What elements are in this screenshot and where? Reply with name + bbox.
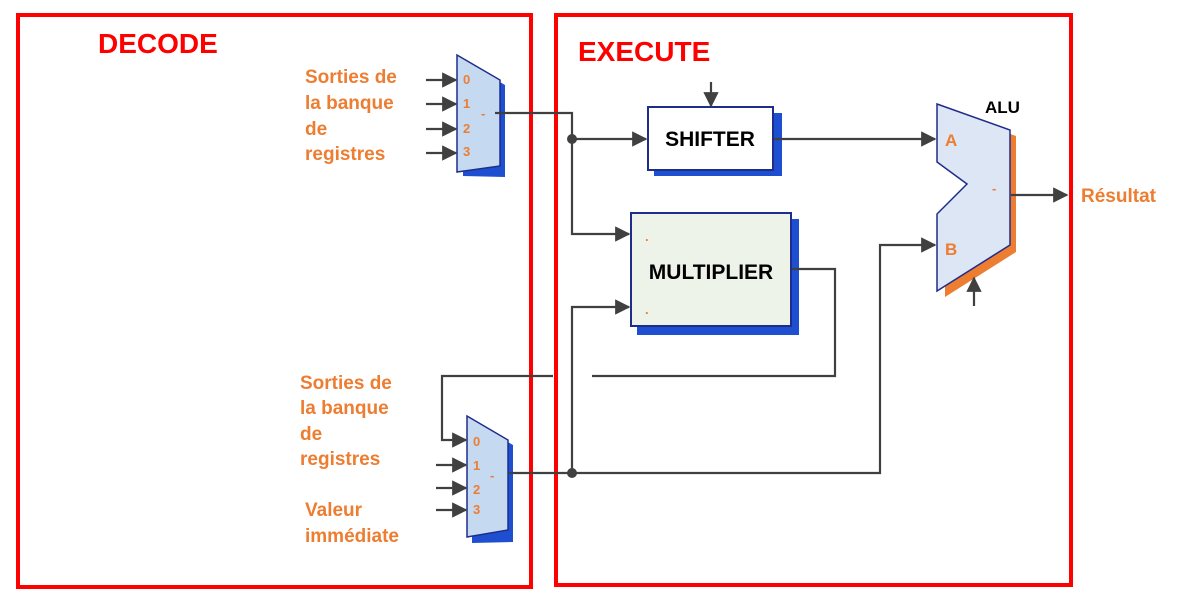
- shifter-label: SHIFTER: [665, 128, 755, 151]
- svg-text:la banque: la banque: [305, 93, 394, 114]
- mux-top-inputs-label: Sorties de la banque de registres: [305, 67, 397, 165]
- multiplier-port-a-mark: .: [645, 229, 649, 244]
- multiplier-port-b-mark: .: [645, 302, 649, 317]
- junction-top: [567, 134, 577, 144]
- svg-text:registres: registres: [305, 144, 385, 165]
- multiplier-label: MULTIPLIER: [649, 261, 773, 284]
- svg-text:immédiate: immédiate: [305, 526, 399, 547]
- mux-bottom-port-0: 0: [473, 434, 480, 449]
- mux-bottom-port-3: 3: [473, 502, 480, 517]
- result-label: Résultat: [1081, 186, 1157, 207]
- execute-stage-frame: [554, 13, 1073, 587]
- mux-bottom-port-1: 1: [473, 458, 480, 473]
- mux-top-port-2: 2: [463, 121, 470, 136]
- mux-top-port-0: 0: [463, 72, 470, 87]
- mux-top-port-1: 1: [463, 96, 470, 111]
- execute-title: EXECUTE: [578, 36, 710, 67]
- multiplier-output-wire: [592, 267, 837, 378]
- mux-bottom-feedback-wire: [440, 374, 553, 448]
- mux-bottom-inputs-label: Sorties de la banque de registres: [300, 373, 392, 470]
- multiplier-input-a-wire: [570, 139, 631, 242]
- mux-top-output-wire: [495, 111, 574, 139]
- svg-text:Valeur: Valeur: [305, 500, 363, 521]
- alu-block: ALU A B -: [936, 98, 1020, 297]
- alu-port-b: B: [945, 240, 957, 259]
- mux-top: 0 1 2 3 -: [456, 53, 505, 177]
- svg-text:Sorties de: Sorties de: [305, 67, 397, 88]
- svg-text:la banque: la banque: [300, 398, 389, 419]
- alu-input-b-wire: [572, 237, 937, 475]
- shifter-block: SHIFTER: [647, 106, 782, 176]
- alu-port-a: A: [945, 131, 957, 150]
- mux-top-select: -: [481, 106, 485, 121]
- svg-text:de: de: [305, 119, 327, 140]
- mux-bottom-port-2: 2: [473, 482, 480, 497]
- mux-bottom: 0 1 2 3 -: [466, 414, 513, 543]
- multiplier-input-b-wire: [570, 299, 631, 473]
- alu-label: ALU: [985, 98, 1020, 117]
- decode-title: DECODE: [98, 28, 218, 59]
- mux-bottom-select: -: [490, 468, 494, 483]
- decode-stage-frame: [16, 13, 533, 589]
- immediate-value-label: Valeur immédiate: [305, 500, 399, 547]
- svg-text:de: de: [300, 424, 322, 445]
- svg-text:Sorties de: Sorties de: [300, 373, 392, 394]
- alu-select-mark: -: [992, 181, 996, 196]
- svg-text:registres: registres: [300, 449, 380, 470]
- mux-top-port-3: 3: [463, 144, 470, 159]
- multiplier-block: MULTIPLIER . .: [630, 212, 799, 335]
